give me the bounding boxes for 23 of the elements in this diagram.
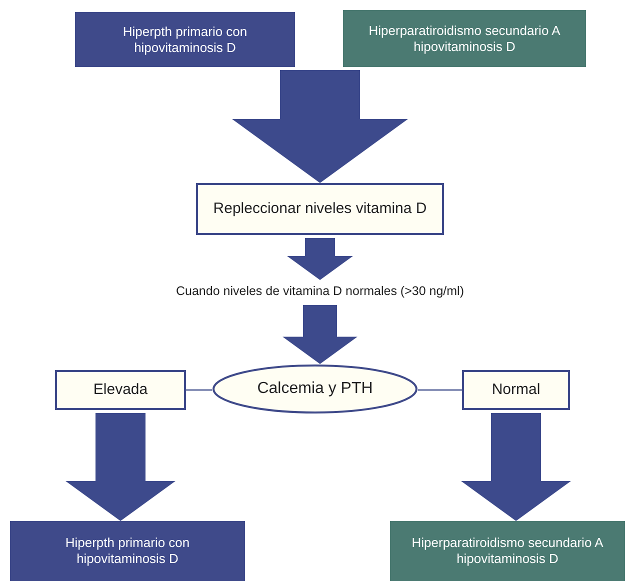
node-text: Hiperparatiroidismo secundario A hipovitaminosis D xyxy=(410,535,604,567)
node-text: Hiperpth primario con hipovitaminosis D xyxy=(122,24,248,56)
block-arrow xyxy=(282,305,358,364)
block-arrow xyxy=(461,413,571,521)
connector-line xyxy=(418,389,462,391)
diagnosis-box xyxy=(390,521,625,581)
node-text: Elevada xyxy=(93,381,148,399)
diagnosis-box xyxy=(75,12,295,67)
diagnosis-box xyxy=(10,521,245,581)
process-box xyxy=(55,370,186,410)
block-arrow xyxy=(287,238,353,280)
node-text: Normal xyxy=(492,381,540,399)
diagnosis-box xyxy=(343,10,586,67)
process-box xyxy=(462,370,570,410)
block-arrow xyxy=(66,413,176,521)
process-box xyxy=(196,183,444,235)
connector-line xyxy=(186,389,212,391)
node-text: Hiperpth primario con hipovitaminosis D xyxy=(64,535,191,567)
condition-text: Cuando niveles de vitamina D normales (>30 ng/ml) xyxy=(110,280,530,302)
node-text: Hiperparatiroidismo secundario A hipovitaminosis D xyxy=(368,22,562,54)
block-arrow xyxy=(232,70,408,183)
node-text: Repleccionar niveles vitamina D xyxy=(213,200,427,218)
node-text: Calcemia y PTH xyxy=(257,379,373,399)
